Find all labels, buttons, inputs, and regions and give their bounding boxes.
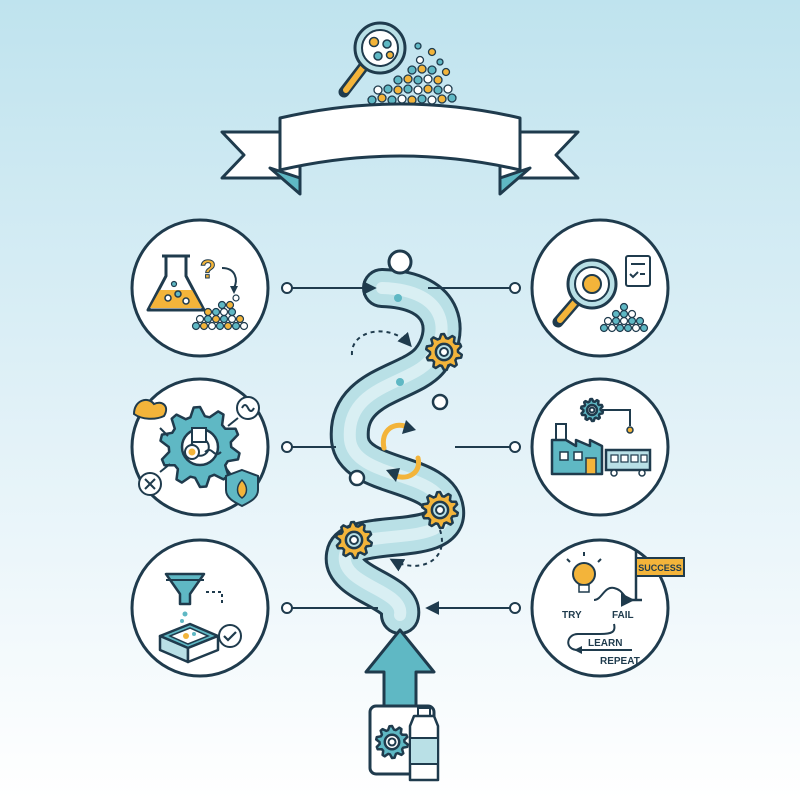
path-dot: [431, 393, 449, 411]
gear-properties-icon: [132, 396, 260, 508]
question-mark-icon: ?: [200, 254, 216, 284]
connector-right-middle: [455, 441, 521, 453]
gear-icon: [424, 332, 464, 372]
magnifier-checklist-icon: [552, 255, 651, 333]
circle-left-top: [130, 218, 270, 358]
muscle-arm-icon: [132, 398, 168, 420]
checklist-icon: [625, 255, 651, 287]
up-arrow: [364, 628, 436, 708]
gear-icon: [334, 520, 374, 560]
lightbulb-icon: [566, 552, 602, 593]
cross-circle-icon: [138, 472, 162, 496]
path-dot: [396, 378, 404, 386]
repeat-label: REPEAT: [600, 656, 640, 667]
funnel-mold-icon: [158, 572, 242, 664]
connector-right-bottom: [425, 601, 521, 615]
path-dot: [394, 294, 402, 302]
dashed-arrow: [350, 330, 412, 356]
magnifier-particles-icon: [338, 21, 457, 105]
bottle-icon: [408, 707, 440, 782]
learn-label: LEARN: [588, 638, 622, 649]
wave-circle-icon: [236, 396, 260, 420]
dashed-arrow: [389, 529, 443, 572]
gear-icon: [579, 397, 605, 423]
connector-right-top: [428, 282, 521, 294]
connector-left-bottom: [281, 602, 378, 614]
start-circle: [387, 249, 413, 275]
try-label: TRY: [562, 610, 582, 621]
success-label: SUCCESS: [638, 563, 682, 573]
checkmark-circle-icon: [218, 624, 242, 648]
path-gears: [334, 332, 464, 560]
rotation-arrows-icon: [380, 420, 422, 482]
flask-particles-icon: ?: [146, 254, 249, 331]
try-fail-learn-icon: SUCCESS TRY FAIL LEARN REPEAT: [562, 550, 685, 667]
connector-left-middle: [281, 441, 336, 453]
winding-road: [324, 268, 465, 635]
gear-bottle-icon: [368, 704, 440, 782]
path-dot: [348, 469, 366, 487]
banner-ribbon: [220, 102, 580, 196]
fire-shield-icon: [225, 468, 259, 508]
factory-icon: [550, 397, 652, 477]
flag-icon: SUCCESS: [630, 550, 685, 602]
circle-right-bottom: [530, 538, 670, 678]
gear-icon: [579, 397, 605, 423]
fail-label: FAIL: [612, 610, 634, 621]
connector-left-top: [281, 281, 377, 295]
gear-icon: [420, 490, 460, 530]
gear-icon: [374, 724, 410, 760]
gear-icon: [374, 724, 410, 760]
